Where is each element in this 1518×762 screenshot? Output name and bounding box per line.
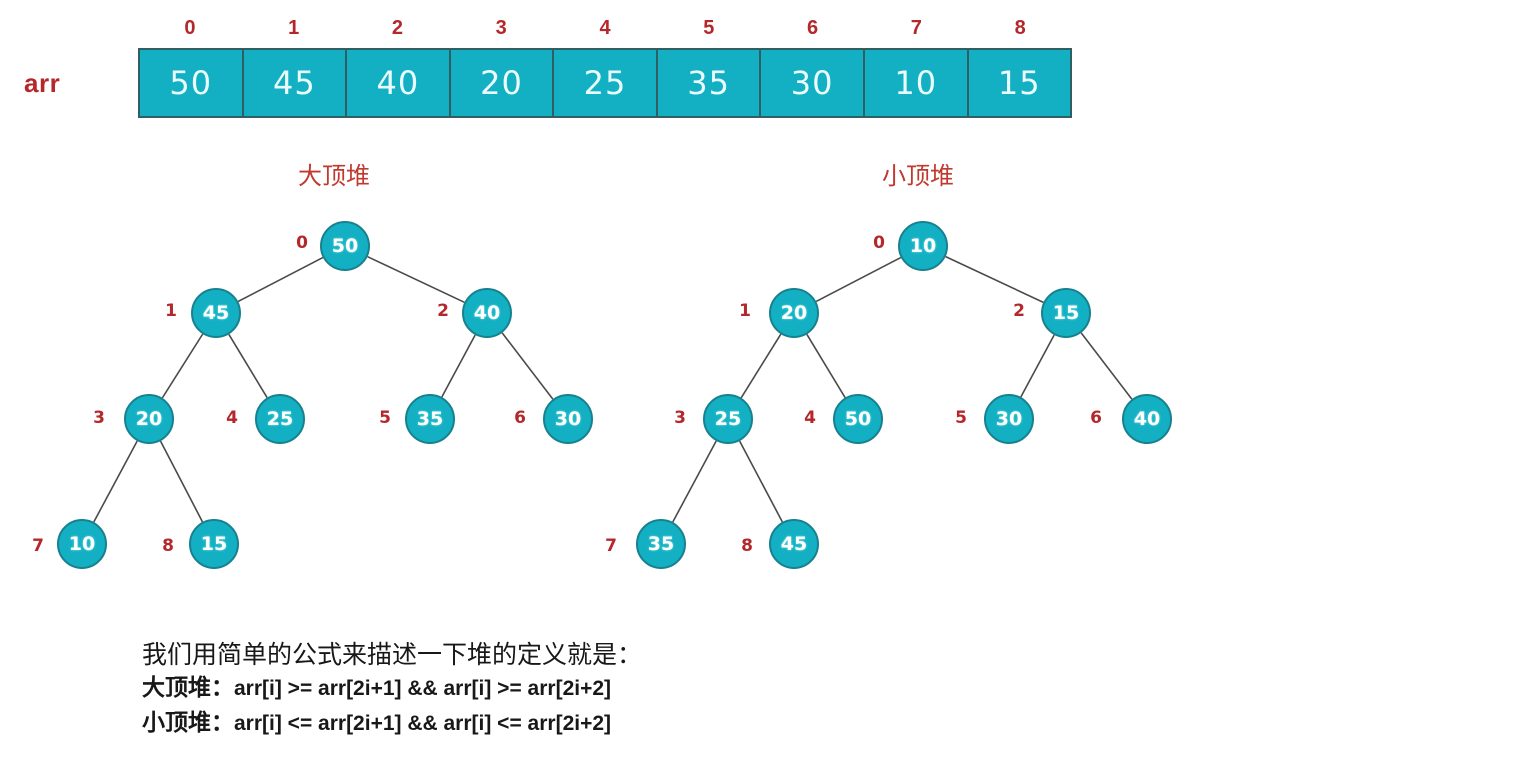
array-cell-7: 10 [864, 50, 969, 116]
array-index-0: 0 [184, 17, 196, 39]
max-heap-node-2[interactable]: 40 [462, 288, 512, 338]
max-heap-edge-6 [93, 440, 138, 523]
min-heap-node-index-6: 6 [1090, 408, 1102, 428]
max-heap-node-index-4: 4 [226, 408, 238, 428]
max-heap-node-index-3: 3 [93, 408, 105, 428]
max-heap-edge-3 [228, 333, 268, 399]
min-heap-node-index-3: 3 [674, 408, 686, 428]
max-heap-node-0[interactable]: 50 [320, 221, 370, 271]
max-heap-node-index-8: 8 [162, 536, 174, 556]
max-heap-formula-expr: arr[i] >= arr[2i+1] && arr[i] >= arr[2i+… [234, 677, 612, 700]
max-heap-node-7[interactable]: 10 [57, 519, 107, 569]
max-heap-formula-prefix: 大顶堆： [142, 675, 234, 701]
array-index-2: 2 [391, 17, 404, 39]
min-heap-edge-6 [672, 440, 717, 523]
min-heap-edge-2 [740, 333, 782, 399]
min-heap-formula-prefix: 小顶堆： [142, 710, 234, 736]
min-heap-node-3[interactable]: 25 [703, 394, 753, 444]
max-heap-node-3[interactable]: 20 [124, 394, 174, 444]
min-heap-formula-expr: arr[i] <= arr[2i+1] && arr[i] <= arr[2i+… [234, 712, 612, 735]
array-index-5: 5 [703, 17, 715, 39]
max-heap-node-index-6: 6 [514, 408, 526, 428]
max-heap-node-1[interactable]: 45 [191, 288, 241, 338]
min-heap-heading: 小顶堆 [882, 162, 954, 190]
array-index-6: 6 [807, 17, 819, 39]
min-heap-node-index-2: 2 [1013, 301, 1025, 321]
min-heap-edge-4 [1020, 334, 1055, 398]
max-heap-node-6[interactable]: 30 [543, 394, 593, 444]
definition-notes: 我们用简单的公式来描述一下堆的定义就是： 大顶堆：arr[i] >= arr[2… [142, 638, 942, 741]
max-heap-node-4[interactable]: 25 [255, 394, 305, 444]
max-heap-node-index-1: 1 [165, 301, 177, 321]
max-heap-node-index-2: 2 [437, 301, 449, 321]
array-cell-2: 40 [347, 50, 451, 116]
max-heap-edge-5 [501, 332, 554, 400]
min-heap-node-4[interactable]: 50 [833, 394, 883, 444]
notes-intro-line: 我们用简单的公式来描述一下堆的定义就是： [142, 640, 643, 669]
max-heap-heading: 大顶堆 [298, 162, 370, 190]
max-heap-edge-7 [159, 440, 204, 523]
max-heap-node-index-5: 5 [379, 408, 391, 428]
min-heap-edge-7 [738, 440, 784, 523]
array-index-7: 7 [910, 17, 922, 39]
max-heap-node-index-7: 7 [32, 536, 44, 556]
array-cell-5: 35 [657, 50, 762, 116]
min-heap-node-0[interactable]: 10 [898, 221, 948, 271]
min-heap-node-7[interactable]: 35 [636, 519, 686, 569]
array-cell-0: 50 [140, 50, 244, 116]
min-heap-node-5[interactable]: 30 [984, 394, 1034, 444]
min-heap-edge-1 [945, 255, 1044, 304]
array-index-4: 4 [599, 17, 611, 39]
min-heap-node-index-0: 0 [873, 233, 885, 253]
array-index-8: 8 [1014, 17, 1026, 39]
min-heap-formula-line: 小顶堆：arr[i] <= arr[2i+1] && arr[i] <= arr… [142, 706, 942, 741]
array-cell-6: 30 [761, 50, 865, 116]
min-heap-node-2[interactable]: 15 [1041, 288, 1091, 338]
array-name-label: arr [24, 68, 61, 98]
min-heap-node-index-7: 7 [605, 536, 617, 556]
max-heap-node-index-0: 0 [296, 233, 308, 253]
min-heap-node-index-4: 4 [804, 408, 816, 428]
max-heap-node-8[interactable]: 15 [189, 519, 239, 569]
array-index-3: 3 [495, 17, 507, 39]
min-heap-edge-3 [806, 333, 846, 399]
min-heap-edge-5 [1080, 332, 1133, 400]
array-index-1: 1 [288, 17, 300, 39]
array-index-row: 0 1 2 3 4 5 6 7 8 [138, 14, 1072, 42]
min-heap-node-8[interactable]: 45 [769, 519, 819, 569]
max-heap-edge-0 [237, 256, 324, 303]
min-heap-edge-0 [815, 256, 902, 303]
min-heap-node-index-1: 1 [739, 301, 751, 321]
max-heap-node-5[interactable]: 35 [405, 394, 455, 444]
max-heap-formula-line: 大顶堆：arr[i] >= arr[2i+1] && arr[i] >= arr… [142, 671, 942, 706]
max-heap-edge-2 [161, 333, 204, 399]
max-heap-edge-1 [367, 255, 465, 304]
array-cell-3: 20 [450, 50, 555, 116]
array-cell-4: 25 [554, 50, 658, 116]
min-heap-node-6[interactable]: 40 [1122, 394, 1172, 444]
min-heap-node-index-5: 5 [955, 408, 967, 428]
min-heap-node-index-8: 8 [741, 536, 753, 556]
min-heap-node-1[interactable]: 20 [769, 288, 819, 338]
array-cell-1: 45 [243, 50, 348, 116]
array-cell-8: 15 [968, 50, 1071, 116]
max-heap-edge-4 [441, 334, 476, 398]
